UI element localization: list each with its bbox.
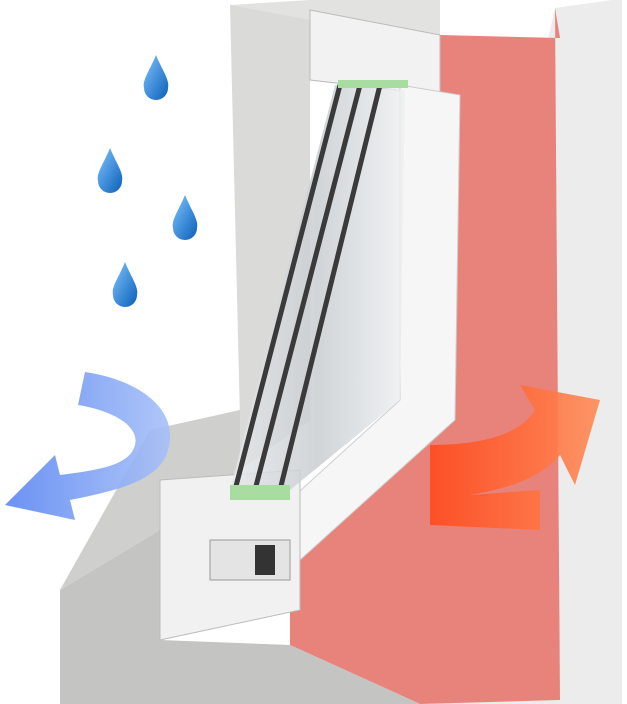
water-drop-icon xyxy=(172,195,198,240)
water-drops xyxy=(97,55,198,307)
glass-pane xyxy=(230,85,405,490)
warm-air-arrow-icon xyxy=(430,385,600,530)
cold-air-arrow-icon xyxy=(5,372,171,520)
concrete-sill-front xyxy=(60,530,420,704)
sash-detail xyxy=(209,539,291,581)
insulation-layer xyxy=(290,8,560,704)
gasket xyxy=(255,545,275,575)
concrete-sill-top xyxy=(60,410,240,590)
spacer-top xyxy=(338,80,408,88)
glass-edges xyxy=(232,84,383,491)
spacer-bottom xyxy=(230,485,290,500)
water-drop-icon xyxy=(112,262,138,307)
water-drop-icon xyxy=(97,148,123,193)
water-drop-icon xyxy=(143,55,169,100)
